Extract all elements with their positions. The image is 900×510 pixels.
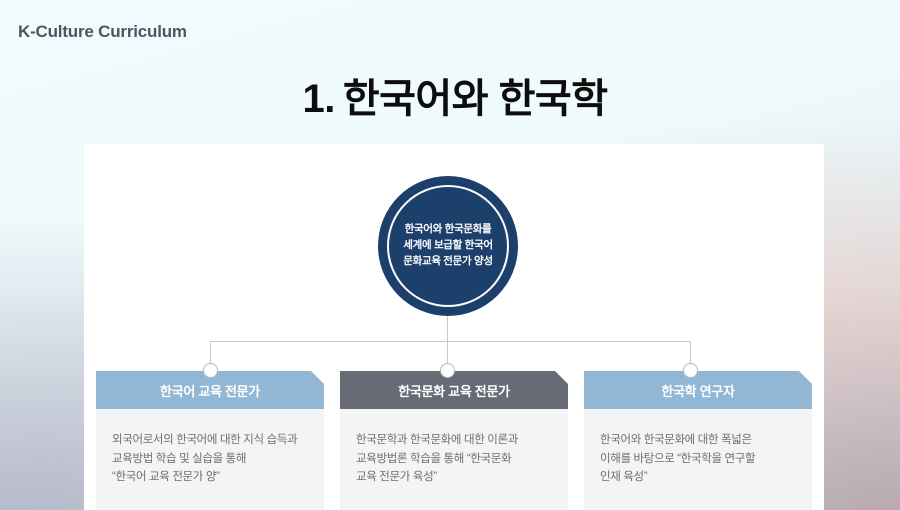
connector-stem bbox=[447, 316, 448, 370]
track-body-text-1: 외국어로서의 한국어에 대한 지식 습득과 교육방법 학습 및 실습을 통해 “… bbox=[112, 434, 298, 484]
connector-drop-3 bbox=[690, 341, 691, 370]
track-banner-3[interactable]: 한국학 연구자 bbox=[584, 371, 812, 409]
track-body-3: 한국어와 한국문화에 대한 폭넓은 이해를 바탕으로 “한국학을 연구할 인재 … bbox=[584, 409, 812, 510]
track-banner-label-1: 한국어 교육 전문가 bbox=[160, 383, 260, 399]
track-banner-label-2: 한국문화 교육 전문가 bbox=[398, 383, 510, 399]
track-banner-2[interactable]: 한국문화 교육 전문가 bbox=[340, 371, 568, 409]
track-column-1: 한국어 교육 전문가 외국어로서의 한국어에 대한 지식 습득과 교육방법 학습… bbox=[96, 371, 324, 510]
track-body-1: 외국어로서의 한국어에 대한 지식 습득과 교육방법 학습 및 실습을 통해 “… bbox=[96, 409, 324, 510]
circle-inner-ring bbox=[387, 185, 509, 307]
connector-node-3 bbox=[683, 363, 698, 378]
connector-drop-1 bbox=[210, 341, 211, 370]
connector-node-1 bbox=[203, 363, 218, 378]
connector-bus bbox=[210, 341, 691, 342]
track-column-3: 한국학 연구자 한국어와 한국문화에 대한 폭넓은 이해를 바탕으로 “한국학을… bbox=[584, 371, 812, 510]
page-title: 1.한국어와 한국학 bbox=[0, 66, 900, 124]
central-goal-text: 한국어와 한국문화를 세계에 보급할 한국어 문화교육 전문가 양성 bbox=[403, 223, 493, 267]
slide-kicker: K-Culture Curriculum bbox=[18, 22, 187, 41]
central-goal-circle: 한국어와 한국문화를 세계에 보급할 한국어 문화교육 전문가 양성 bbox=[378, 176, 518, 316]
title-number: 1. bbox=[302, 77, 335, 121]
track-column-2: 한국문화 교육 전문가 한국문학과 한국문화에 대한 이론과 교육방법론 학습을… bbox=[340, 371, 568, 510]
track-banner-label-3: 한국학 연구자 bbox=[661, 383, 735, 399]
track-body-text-3: 한국어와 한국문화에 대한 폭넓은 이해를 바탕으로 “한국학을 연구할 인재 … bbox=[600, 434, 756, 484]
track-body-text-2: 한국문학과 한국문화에 대한 이론과 교육방법론 학습을 통해 “한국문화 교육… bbox=[356, 434, 518, 484]
title-text: 한국어와 한국학 bbox=[342, 77, 608, 121]
track-body-2: 한국문학과 한국문화에 대한 이론과 교육방법론 학습을 통해 “한국문화 교육… bbox=[340, 409, 568, 510]
connector-node-2 bbox=[440, 363, 455, 378]
